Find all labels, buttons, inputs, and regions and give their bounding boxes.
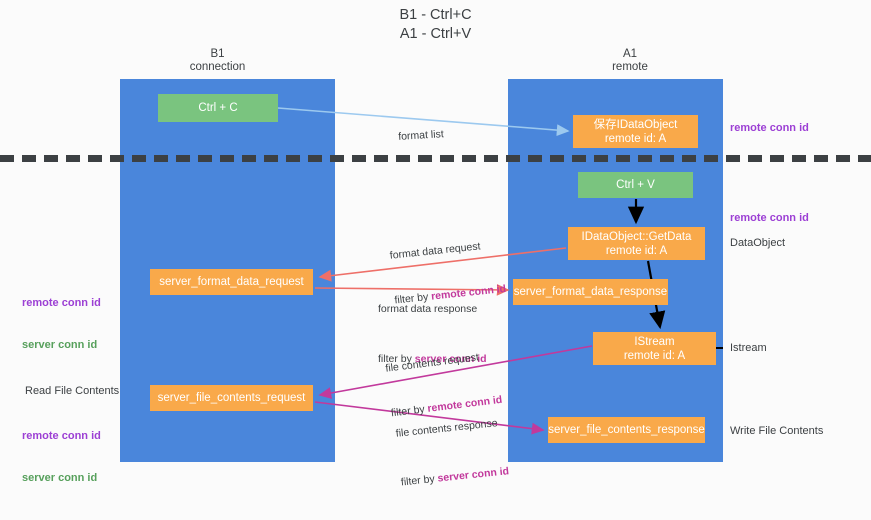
- filter-key-server-conn-id: server conn id: [414, 353, 487, 365]
- node-ctrl-v-label: Ctrl + V: [616, 179, 655, 191]
- node-server-file-contents-request-label: server_file_contents_request: [157, 392, 306, 404]
- node-ctrl-c-label: Ctrl + C: [198, 102, 238, 114]
- annotation-left-conn-ids-lower: remote conn id server conn id: [22, 401, 101, 513]
- node-ctrl-v[interactable]: Ctrl + V: [578, 172, 693, 198]
- edge-label-format-data-response-filter: filter by server conn id: [378, 352, 487, 367]
- annotation-left-server-conn-id-1: server conn id: [22, 339, 98, 351]
- node-istream-line1: IStream: [634, 335, 675, 348]
- connector-file-contents-response: [314, 401, 545, 435]
- connector-file-contents-request: [318, 345, 593, 399]
- edge-label-file-contents-request-text: file contents request: [384, 351, 480, 375]
- node-istream[interactable]: IStream remote id: A: [593, 332, 716, 365]
- annotation-istream: Istream: [730, 342, 767, 354]
- edge-label-format-list: format list: [396, 97, 446, 175]
- annotation-write-file-contents: Write File Contents: [730, 425, 824, 437]
- filter-prefix: filter by: [400, 472, 439, 489]
- annotation-left-conn-ids-upper: remote conn id server conn id: [22, 268, 101, 380]
- annotation-left-server-conn-id-2: server conn id: [22, 472, 98, 484]
- edge-label-file-contents-response: file contents response filter by server …: [392, 386, 513, 520]
- node-idataobject-getdata[interactable]: IDataObject::GetData remote id: A: [568, 227, 705, 260]
- edge-label-file-contents-response-text: file contents response: [395, 417, 499, 440]
- column-header-a1: A1 remote: [612, 48, 648, 73]
- node-server-format-data-response[interactable]: server_format_data_response: [513, 279, 668, 305]
- edge-label-format-data-request-text: format data request: [389, 240, 482, 262]
- edge-label-format-list-text: format list: [397, 128, 445, 143]
- page-title: B1 - Ctrl+C A1 - Ctrl+V: [399, 7, 472, 42]
- annotation-data-object: DataObject: [730, 237, 786, 249]
- edge-label-format-data-response-text: format data response: [378, 303, 478, 315]
- annotation-left-remote-conn-id-2: remote conn id: [22, 430, 101, 442]
- annotation-remote-conn-id-mid: remote conn id: [730, 212, 809, 224]
- node-server-format-data-request[interactable]: server_format_data_request: [150, 269, 313, 295]
- node-save-idataobject[interactable]: 保存IDataObject remote id: A: [573, 115, 698, 148]
- node-save-idataobject-line2: remote id: A: [604, 132, 667, 145]
- node-server-file-contents-response[interactable]: server_file_contents_response: [548, 417, 705, 443]
- phase-divider: [0, 155, 871, 162]
- node-getdata-line1: IDataObject::GetData: [581, 230, 692, 243]
- node-save-idataobject-line1: 保存IDataObject: [593, 118, 678, 131]
- edge-label-format-data-response: format data response filter by server co…: [378, 272, 487, 397]
- filter-prefix: filter by: [378, 353, 415, 365]
- column-header-b1: B1 connection: [189, 48, 246, 73]
- node-istream-line2: remote id: A: [623, 349, 686, 362]
- node-server-format-data-request-label: server_format_data_request: [159, 276, 304, 288]
- annotation-left-remote-conn-id-1: remote conn id: [22, 297, 101, 309]
- annotation-read-file-contents: Read File Contents: [25, 385, 120, 397]
- annotation-remote-conn-id-top: remote conn id: [730, 122, 809, 134]
- node-server-file-contents-response-label: server_file_contents_response: [548, 424, 705, 436]
- node-getdata-line2: remote id: A: [605, 244, 668, 257]
- edge-label-file-contents-response-filter: filter by server conn id: [400, 464, 510, 490]
- connector-format-list: [277, 107, 570, 137]
- node-ctrl-c[interactable]: Ctrl + C: [158, 94, 278, 122]
- connector-format-data-request: [318, 247, 567, 282]
- filter-key-server-conn-id: server conn id: [436, 465, 510, 485]
- connector-format-data-response: [314, 283, 510, 296]
- node-server-file-contents-request[interactable]: server_file_contents_request: [150, 385, 313, 411]
- diagram-canvas: B1 - Ctrl+C A1 - Ctrl+V B1 connection A1…: [0, 7, 871, 488]
- node-server-format-data-response-label: server_format_data_response: [513, 286, 668, 298]
